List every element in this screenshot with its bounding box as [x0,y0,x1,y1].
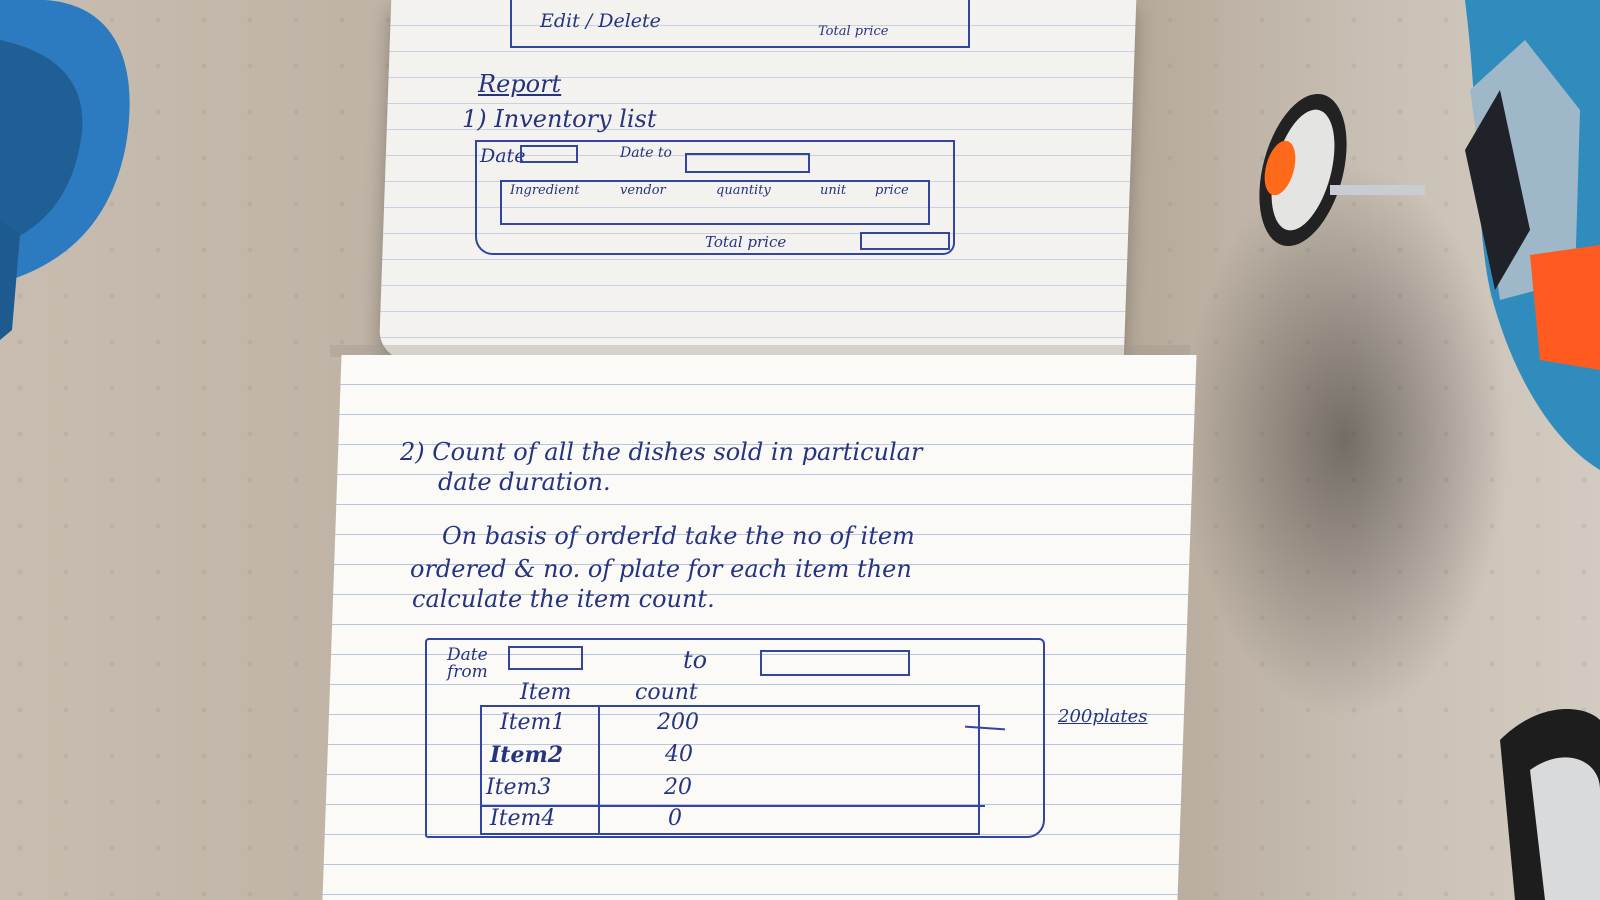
top-table-fragment [510,0,970,48]
count-report-sketch [425,638,1045,838]
robot-shadow [1180,160,1510,720]
edit-delete-note: Edit / Delete [540,10,661,32]
report-title-line-1: 2) Count of all the dishes sold in parti… [400,438,923,466]
report-heading: Report [478,70,562,98]
top-total-price-label: Total price [818,24,889,39]
item-1: Item1 [500,710,566,735]
instruction-line-3: calculate the item count. [412,585,715,613]
report-title-line-2: date duration. [438,468,611,496]
item-1-count: 200 [657,710,699,735]
inventory-total-box [860,232,950,250]
price-header: price [875,183,909,198]
quantity-header: quantity [716,183,771,198]
blue-headphone-band [0,0,130,340]
inventory-date-box [520,145,578,163]
vendor-header: vendor [620,183,666,198]
count-column-header: count [635,680,698,705]
date-to-input-sketch [760,650,910,676]
instruction-line-2: ordered & no. of plate for each item the… [410,555,912,583]
inventory-to-label: Date to [620,145,672,161]
count-table-row-line [480,805,985,807]
inventory-sketch [475,140,955,255]
item-column-header: Item [520,680,572,705]
notebook-spine [330,345,1190,357]
toy-robot [1259,0,1600,900]
item-2: Item2 [490,742,564,768]
unit-header: unit [820,183,847,198]
inventory-to-box [685,153,810,173]
date-from-label: Date from [447,645,488,682]
item-4: Item4 [490,806,556,831]
ingredient-header: Ingredient [510,183,580,198]
inventory-total-price-label: Total price [705,233,787,251]
count-table-sketch [480,705,980,835]
date-from-input-sketch [508,646,583,670]
item-3-count: 20 [664,775,692,800]
count-table-divider [598,705,600,835]
item-4-count: 0 [668,806,682,831]
inventory-table-box [500,180,930,225]
date-to-label: to [683,646,708,674]
item-3: Item3 [486,775,552,800]
plates-annotation: 200plates [1058,706,1148,727]
inventory-date-label: Date [480,145,526,167]
item-2-count: 40 [665,742,693,767]
instruction-line-1: On basis of orderId take the no of item [442,522,915,550]
inventory-heading: 1) Inventory list [462,105,657,133]
